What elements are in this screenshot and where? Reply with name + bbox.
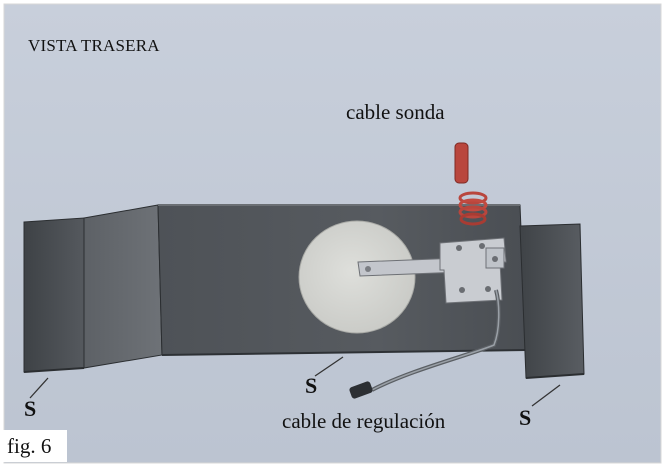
right-support-panel [519, 223, 585, 379]
s-middle-leader [314, 356, 344, 377]
support-label-right: S [519, 405, 532, 430]
hinged-flap [83, 204, 163, 369]
figure-frame [3, 3, 662, 464]
view-title: VISTA TRASERA [28, 36, 160, 55]
probe-cable-coil [454, 142, 488, 226]
s-right-leader [531, 384, 561, 407]
probe-cable-label: cable sonda [346, 100, 445, 124]
left-support-panel [23, 217, 85, 373]
regulation-cable-label: cable de regulación [282, 409, 446, 433]
mounting-bracket [439, 237, 507, 304]
regulation-cable [349, 289, 501, 399]
s-left-leader [29, 377, 49, 399]
support-label-middle: S [305, 373, 318, 398]
figure-number: fig. 6 [3, 430, 67, 462]
thermostat-disc [298, 220, 416, 334]
support-label-left: S [24, 396, 37, 421]
